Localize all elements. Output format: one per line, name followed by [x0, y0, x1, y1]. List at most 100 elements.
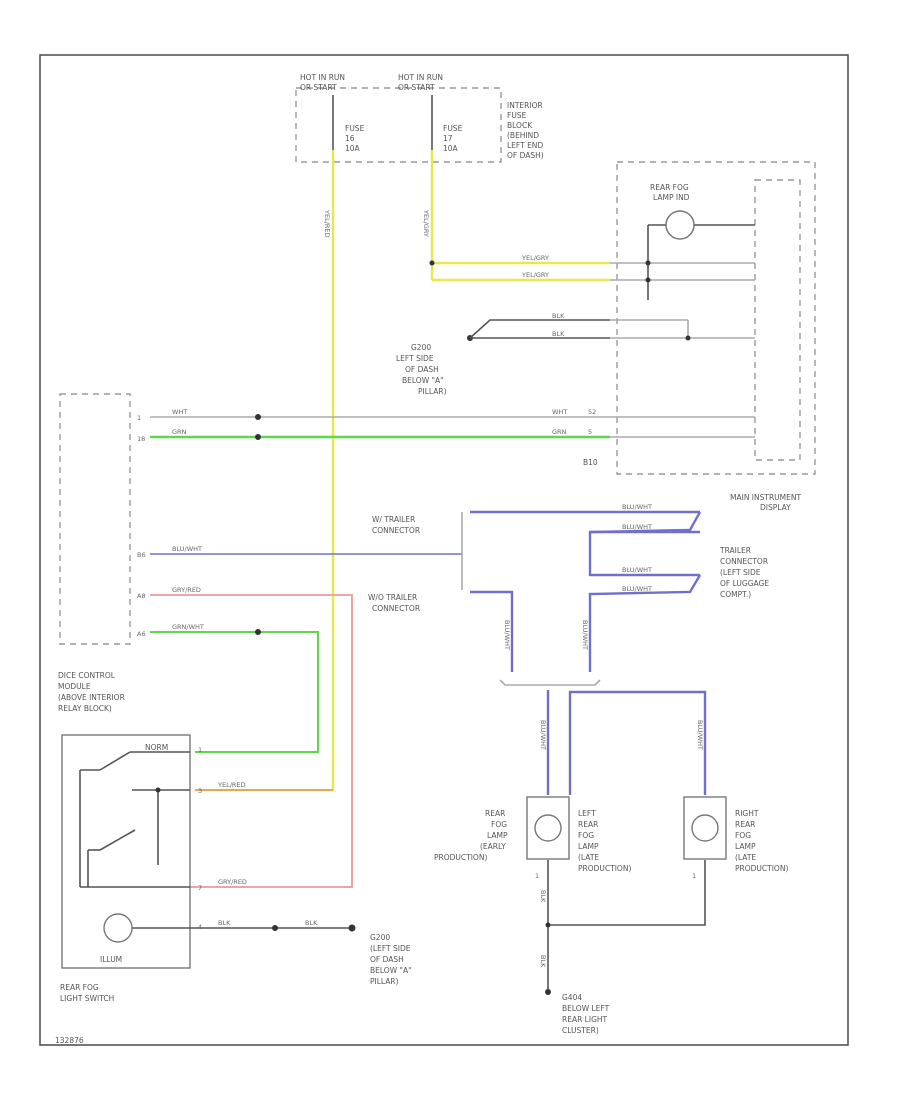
svg-text:FUSE: FUSE — [443, 124, 463, 133]
svg-text:BLU/WHT: BLU/WHT — [622, 566, 652, 574]
svg-text:WHT: WHT — [172, 408, 187, 416]
fog-lamp-indicator-icon — [665, 210, 695, 240]
svg-text:REAR LIGHT: REAR LIGHT — [562, 1015, 608, 1024]
svg-text:GRN: GRN — [552, 428, 567, 436]
svg-text:PRODUCTION): PRODUCTION) — [434, 853, 487, 862]
svg-text:BLOCK: BLOCK — [507, 121, 533, 130]
svg-text:(LATE: (LATE — [578, 853, 599, 862]
dice-control-module: 1 18 B6 A8 A6 DICE CONTROL MODULE (ABOVE… — [58, 393, 146, 713]
svg-text:52: 52 — [588, 408, 596, 416]
svg-text:YEL/GRY: YEL/GRY — [422, 209, 430, 237]
svg-text:CLUSTER): CLUSTER) — [562, 1026, 599, 1035]
svg-text:OF DASH: OF DASH — [405, 365, 439, 374]
svg-text:(EARLY: (EARLY — [480, 842, 506, 851]
svg-text:RELAY BLOCK): RELAY BLOCK) — [58, 704, 112, 713]
svg-text:REAR FOG: REAR FOG — [650, 183, 689, 192]
svg-text:(LATE: (LATE — [735, 853, 756, 862]
svg-text:CONNECTOR: CONNECTOR — [720, 557, 768, 566]
svg-text:16: 16 — [345, 134, 355, 143]
svg-text:BELOW "A": BELOW "A" — [370, 966, 412, 975]
svg-text:BLU/WHT: BLU/WHT — [696, 720, 704, 750]
svg-text:MODULE: MODULE — [58, 682, 91, 691]
svg-text:PILLAR): PILLAR) — [418, 387, 447, 396]
trailer-signal-wire: BLU/WHT — [150, 545, 462, 555]
svg-text:B10: B10 — [583, 458, 598, 467]
right-fog-lamp-bulb-icon — [691, 814, 719, 842]
main-instrument-display: REAR FOG LAMP IND MAIN INSTRUMENT DISPLA… — [583, 161, 816, 512]
diagram-code: 132876 — [55, 1036, 84, 1045]
svg-text:(LEFT SIDE: (LEFT SIDE — [370, 944, 411, 953]
svg-text:(LEFT SIDE: (LEFT SIDE — [720, 568, 761, 577]
svg-text:LEFT END: LEFT END — [507, 141, 543, 150]
right-rear-fog-lamp: RIGHT REAR FOG LAMP (LATE PRODUCTION) 1 — [683, 796, 788, 880]
switch-wires: GRY/RED BLK BLK G200 (LEFT SIDE OF DASH … — [190, 878, 412, 986]
svg-text:G200: G200 — [370, 933, 390, 942]
svg-text:ILLUM: ILLUM — [100, 955, 122, 964]
svg-text:PRODUCTION): PRODUCTION) — [578, 864, 631, 873]
svg-text:10A: 10A — [345, 144, 361, 153]
svg-text:YEL/RED: YEL/RED — [217, 781, 246, 789]
left-fog-lamp-bulb-icon — [534, 814, 562, 842]
svg-text:LAMP: LAMP — [735, 842, 756, 851]
module-display-wires: WHT GRN WHT GRN 52 5 — [150, 408, 755, 440]
gry-red-wire: GRY/RED — [150, 586, 353, 888]
svg-text:3: 3 — [198, 787, 202, 795]
svg-text:WHT: WHT — [552, 408, 567, 416]
svg-text:B6: B6 — [137, 551, 146, 559]
svg-text:GRN/WHT: GRN/WHT — [172, 623, 204, 631]
svg-text:MAIN INSTRUMENT: MAIN INSTRUMENT — [730, 493, 801, 502]
diagram-frame — [39, 54, 849, 1046]
svg-text:GRN: GRN — [172, 428, 187, 436]
svg-text:10A: 10A — [443, 144, 459, 153]
svg-text:LAMP: LAMP — [487, 831, 508, 840]
svg-text:CONNECTOR: CONNECTOR — [372, 526, 420, 535]
svg-text:OF DASH): OF DASH) — [507, 151, 544, 160]
svg-text:CONNECTOR: CONNECTOR — [372, 604, 420, 613]
svg-text:BLU/WHT: BLU/WHT — [539, 720, 547, 750]
svg-text:A6: A6 — [137, 630, 146, 638]
svg-text:BLU/WHT: BLU/WHT — [622, 523, 652, 531]
svg-text:RIGHT: RIGHT — [735, 809, 759, 818]
svg-text:4: 4 — [198, 923, 202, 931]
ground-wires-g200: BLK BLK G200 LEFT SIDE OF DASH BELOW "A"… — [396, 312, 755, 396]
svg-text:BLK: BLK — [305, 919, 318, 927]
svg-text:FOG: FOG — [735, 831, 751, 840]
svg-text:LIGHT SWITCH: LIGHT SWITCH — [60, 994, 114, 1003]
svg-text:BLK: BLK — [552, 312, 565, 320]
svg-text:DISPLAY: DISPLAY — [760, 503, 791, 512]
svg-text:FUSE: FUSE — [507, 111, 527, 120]
svg-text:TRAILER: TRAILER — [719, 546, 751, 555]
svg-text:LAMP IND: LAMP IND — [653, 193, 690, 202]
svg-text:LEFT: LEFT — [578, 809, 596, 818]
svg-text:FOG: FOG — [578, 831, 594, 840]
svg-text:LAMP: LAMP — [578, 842, 599, 851]
svg-text:INTERIOR: INTERIOR — [507, 101, 543, 110]
svg-text:18: 18 — [137, 435, 145, 443]
yellow-feed-wires: YEL/RED YEL/GRY YEL/GRY YEL/GRY — [323, 150, 755, 790]
svg-text:1: 1 — [198, 746, 202, 754]
ground-wires-g404: BLK BLK G404 BELOW LEFT REAR LIGHT CLUST… — [539, 860, 706, 1035]
svg-text:1: 1 — [535, 872, 539, 880]
svg-text:COMPT.): COMPT.) — [720, 590, 751, 599]
svg-text:BLK: BLK — [552, 330, 565, 338]
svg-text:A8: A8 — [137, 592, 146, 600]
svg-text:7: 7 — [198, 884, 202, 892]
svg-text:REAR: REAR — [578, 820, 598, 829]
svg-text:YEL/GRY: YEL/GRY — [521, 271, 549, 279]
svg-text:FOG: FOG — [491, 820, 507, 829]
yel-red-wire: YEL/RED — [195, 781, 333, 791]
svg-text:DICE CONTROL: DICE CONTROL — [58, 671, 116, 680]
svg-text:YEL/RED: YEL/RED — [323, 209, 331, 238]
left-rear-fog-lamp: REAR FOG LAMP (EARLY PRODUCTION) LEFT RE… — [434, 796, 631, 880]
svg-text:PILLAR): PILLAR) — [370, 977, 399, 986]
svg-text:G404: G404 — [562, 993, 582, 1002]
svg-text:(ABOVE INTERIOR: (ABOVE INTERIOR — [58, 693, 125, 702]
svg-text:GRY/RED: GRY/RED — [218, 878, 247, 886]
svg-text:W/ TRAILER: W/ TRAILER — [372, 515, 415, 524]
interior-fuse-block: HOT IN RUN OR START HOT IN RUN OR START … — [295, 73, 544, 163]
svg-text:1: 1 — [137, 414, 141, 422]
grn-wht-wire: GRN/WHT — [150, 623, 319, 753]
svg-text:LEFT SIDE: LEFT SIDE — [396, 354, 434, 363]
svg-text:OR START: OR START — [300, 83, 337, 92]
